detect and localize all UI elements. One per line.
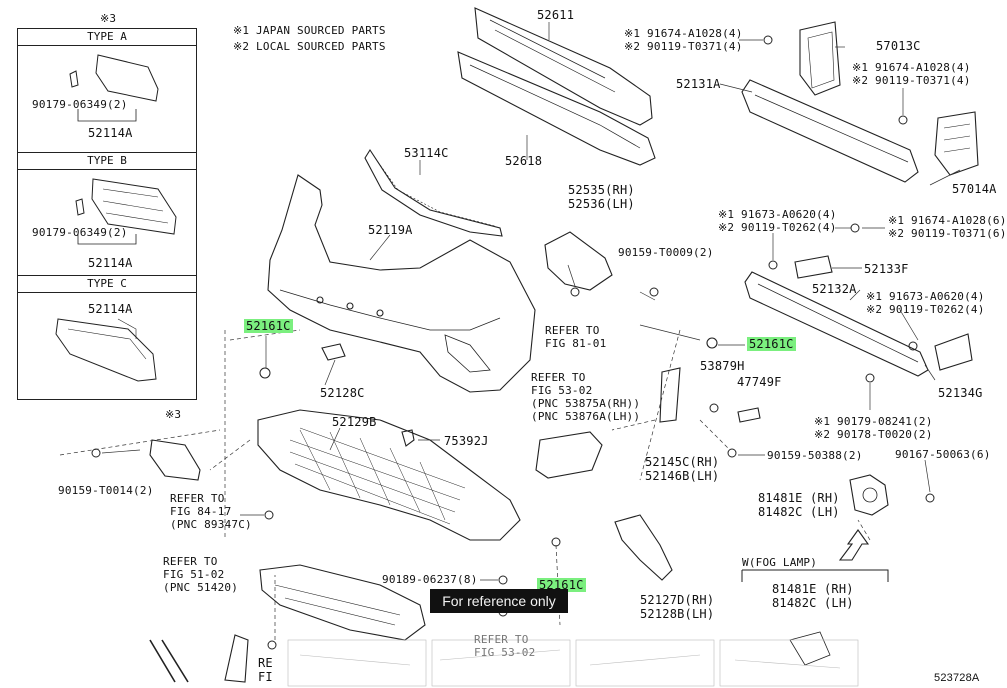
fog-lamp-title: W(FOG LAMP) [742, 556, 818, 569]
label-52611: 52611 [537, 8, 575, 22]
label-53879h: 53879H [700, 359, 745, 373]
label-52145c: 52145C(RH) [645, 455, 720, 469]
ref-53b-line1: REFER TO [474, 633, 529, 646]
type-b-part: 90179-06349(2) [32, 226, 128, 239]
ref-53-line4: (PNC 53876A(LH)) [531, 410, 641, 423]
label-81482c-b: 81482C (LH) [772, 596, 854, 610]
label-mid-bolt-r2: ※2 90119-T0371(6) [888, 227, 1007, 240]
ref-53-line3: (PNC 53875A(RH)) [531, 397, 641, 410]
label-81481e-b: 81481E (RH) [772, 582, 854, 596]
part-52119a [267, 174, 536, 393]
label-52161c-left: 52161C [244, 319, 293, 333]
label-low-bolt-r1: ※1 91673-A0620(4) [866, 290, 985, 303]
part-52114a-mid [149, 439, 201, 481]
label-57013c: 57013C [876, 39, 921, 53]
legend-local: ※2 LOCAL SOURCED PARTS [233, 40, 386, 53]
label-81481e-a: 81481E (RH) [758, 491, 840, 505]
part-81481e [849, 474, 889, 516]
label-clip-2: ※2 90178-T0020(2) [814, 428, 933, 441]
label-81482c-a: 81482C (LH) [758, 505, 840, 519]
label-52161c-bottom: 52161C [537, 578, 586, 592]
ref-84-line1: REFER TO [170, 492, 225, 505]
part-53114c [364, 148, 503, 237]
type-a-part: 90179-06349(2) [32, 98, 128, 111]
label-52132a: 52132A [812, 282, 857, 296]
label-90189: 90189-06237(8) [382, 573, 478, 586]
highlight-52161c-left: 52161C [244, 319, 293, 333]
label-90159-t0014: 90159-T0014(2) [58, 484, 154, 497]
label-52131a: 52131A [676, 77, 721, 91]
type-c-assembly: 52114A [88, 302, 133, 316]
label-52133f: 52133F [864, 262, 909, 276]
ref-84-line3: (PNC 89347C) [170, 518, 252, 531]
part-57014a [934, 111, 979, 176]
label-52128c: 52128C [320, 386, 365, 400]
part-52131a [741, 79, 919, 183]
ref-51-line3: (PNC 51420) [163, 581, 239, 594]
ref-51-line2: FIG 51-02 [163, 568, 225, 581]
label-mid-bolt-l2: ※2 90119-T0262(4) [718, 221, 837, 234]
label-52535: 52535(RH) [568, 183, 635, 197]
label-52536: 52536(LH) [568, 197, 635, 211]
left-note-3: ※3 [100, 12, 117, 25]
ref-84-line2: FIG 84-17 [170, 505, 232, 518]
type-b-assembly: 52114A [88, 256, 133, 270]
label-right-bolt-1: ※1 91674-A1028(4) [852, 61, 971, 74]
type-c-header: TYPE C [18, 275, 196, 293]
part-52128c [321, 343, 346, 361]
figure-id: 523728A [934, 672, 980, 684]
highlight-52161c-bottom: 52161C [537, 578, 586, 592]
label-52134g: 52134G [938, 386, 983, 400]
label-90167: 90167-50063(6) [895, 448, 991, 461]
type-panel-drawing [55, 54, 177, 382]
type-a-header: TYPE A [18, 29, 196, 46]
type-panel: TYPE A TYPE B TYPE C 90179-06349(2) 5211… [17, 28, 197, 400]
label-52618: 52618 [505, 154, 543, 168]
ref-81-line1: REFER TO [545, 324, 600, 337]
ref-53b-line2: FIG 53-02 [474, 646, 536, 659]
label-top-bolt-2: ※2 90119-T0371(4) [624, 40, 743, 53]
part-57013c [799, 21, 841, 96]
ref-53-line1: REFER TO [531, 371, 586, 384]
label-52129b: 52129B [332, 415, 377, 429]
part-52133f [794, 255, 833, 279]
label-note3-mid: ※3 [165, 408, 182, 421]
label-47749f: 47749F [737, 375, 782, 389]
label-mid-bolt-l1: ※1 91673-A0620(4) [718, 208, 837, 221]
label-52127d: 52127D(RH) [640, 593, 715, 607]
ref-81-line2: FIG 81-01 [545, 337, 607, 350]
type-a-assembly: 52114A [88, 126, 133, 140]
label-mid-bolt-r1: ※1 91674-A1028(6) [888, 214, 1007, 227]
part-52127d [614, 514, 673, 581]
label-low-bolt-r2: ※2 90119-T0262(4) [866, 303, 985, 316]
label-clip-1: ※1 90179-08241(2) [814, 415, 933, 428]
ref-53-line2: FIG 53-02 [531, 384, 593, 397]
label-52146b: 52146B(LH) [645, 469, 720, 483]
label-90159-50388: 90159-50388(2) [767, 449, 863, 462]
legend-japan: ※1 JAPAN SOURCED PARTS [233, 24, 386, 37]
label-right-bolt-2: ※2 90119-T0371(4) [852, 74, 971, 87]
label-52161c-right: 52161C [747, 337, 796, 351]
part-52611 [474, 7, 653, 126]
ref-partial-line2: FI [258, 670, 273, 684]
type-b-header: TYPE B [18, 152, 196, 170]
part-52535 [544, 231, 613, 291]
label-57014a: 57014A [952, 182, 997, 196]
reference-watermark: For reference only [430, 589, 568, 613]
label-52128b: 52128B(LH) [640, 607, 715, 621]
part-under-cover [259, 564, 426, 641]
highlight-52161c-right: 52161C [747, 337, 796, 351]
label-52119a: 52119A [368, 223, 413, 237]
part-52134g [934, 333, 973, 371]
part-52129b [257, 409, 521, 541]
ref-partial-line1: RE [258, 656, 273, 670]
part-52132a [744, 271, 929, 377]
part-52618 [457, 51, 656, 166]
label-53114c: 53114C [404, 146, 449, 160]
label-90159-t0009: 90159-T0009(2) [618, 246, 714, 259]
ref-51-line1: REFER TO [163, 555, 218, 568]
label-top-bolt-1: ※1 91674-A1028(4) [624, 27, 743, 40]
label-75392j: 75392J [444, 434, 489, 448]
